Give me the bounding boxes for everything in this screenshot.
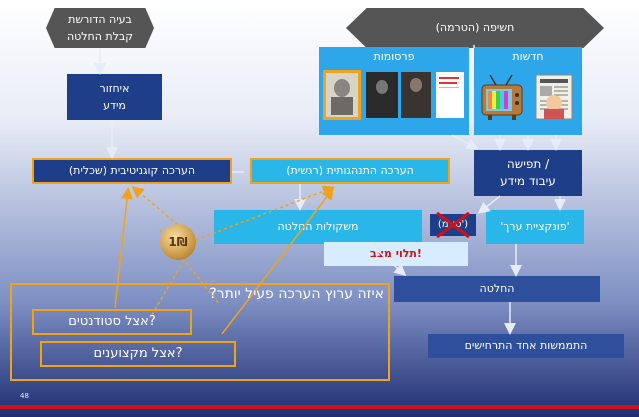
- exposure-hexagon: חשיפה (הטרמה): [346, 8, 604, 48]
- depends-on-state-label: תלוי מצב!: [370, 247, 422, 260]
- ads-panel: פרסומות: [319, 47, 469, 135]
- ad-thumbnail-portrait: [323, 70, 361, 120]
- outcome-box: התממשות אחד התרחישים: [428, 334, 624, 358]
- question-label: איזה ערוץ הערכה פעיל יותר?: [209, 286, 384, 302]
- ad-thumbnail-dark-1: [366, 72, 398, 118]
- perception-line2: עיבוד מידע: [500, 174, 556, 188]
- students-label: אצל סטודנטים?: [68, 314, 156, 329]
- decision-label: החלטה: [479, 282, 515, 295]
- news-label: חדשות: [512, 50, 544, 63]
- decision-box: החלטה: [394, 276, 600, 302]
- coin-icon: 1₪: [160, 224, 196, 260]
- decision-problem-hexagon: בעיה הדורשת קבלת החלטה: [46, 8, 154, 48]
- ad-thumbnail-dark-2: [401, 72, 431, 118]
- decision-weights-box: משקולות החלטה: [214, 210, 422, 244]
- depends-on-state-box: תלוי מצב!: [324, 242, 468, 266]
- exposure-label: חשיפה (הטרמה): [435, 21, 515, 34]
- professionals-label: אצל מקצוענים?: [93, 346, 183, 361]
- tv-icon: [481, 75, 523, 120]
- value-function-label: 'פונקציית ערך': [500, 220, 570, 233]
- retrieval-box: איחזור מידע: [67, 74, 162, 120]
- behavioral-evaluation-label: הערכה התנהגותית (רגשית): [286, 164, 414, 177]
- cognitive-evaluation-label: הערכה קוגניטיבית (שכלית): [68, 164, 196, 177]
- retrieval-line1: איחזור: [99, 82, 130, 95]
- bottom-red-bar: [0, 405, 639, 409]
- perception-line1: תפישה /: [506, 157, 550, 171]
- decision-problem-line1: בעיה הדורשת: [68, 13, 132, 26]
- outcome-label: התממשות אחד התרחישים: [464, 339, 588, 352]
- newspaper-icon: [535, 74, 573, 120]
- perception-box: תפישה / עיבוד מידע: [474, 150, 582, 196]
- cognitive-evaluation-box: הערכה קוגניטיבית (שכלית): [32, 158, 232, 184]
- professionals-box: אצל מקצוענים?: [40, 341, 236, 367]
- decision-problem-line2: קבלת החלטה: [66, 30, 134, 43]
- page-number: 48: [20, 392, 29, 400]
- cross-out-icon: [436, 211, 470, 239]
- retrieval-line2: מידע: [103, 99, 126, 112]
- ad-thumbnail-page: [436, 72, 464, 118]
- coin-label: 1₪: [168, 235, 188, 249]
- ads-label: פרסומות: [373, 50, 415, 63]
- value-function-box: 'פונקציית ערך': [486, 210, 584, 244]
- students-box: אצל סטודנטים?: [32, 309, 192, 335]
- news-panel: חדשות: [474, 47, 582, 135]
- decision-weights-label: משקולות החלטה: [277, 220, 359, 233]
- question-box: [10, 283, 390, 381]
- behavioral-evaluation-box: הערכה התנהגותית (רגשית): [250, 158, 450, 184]
